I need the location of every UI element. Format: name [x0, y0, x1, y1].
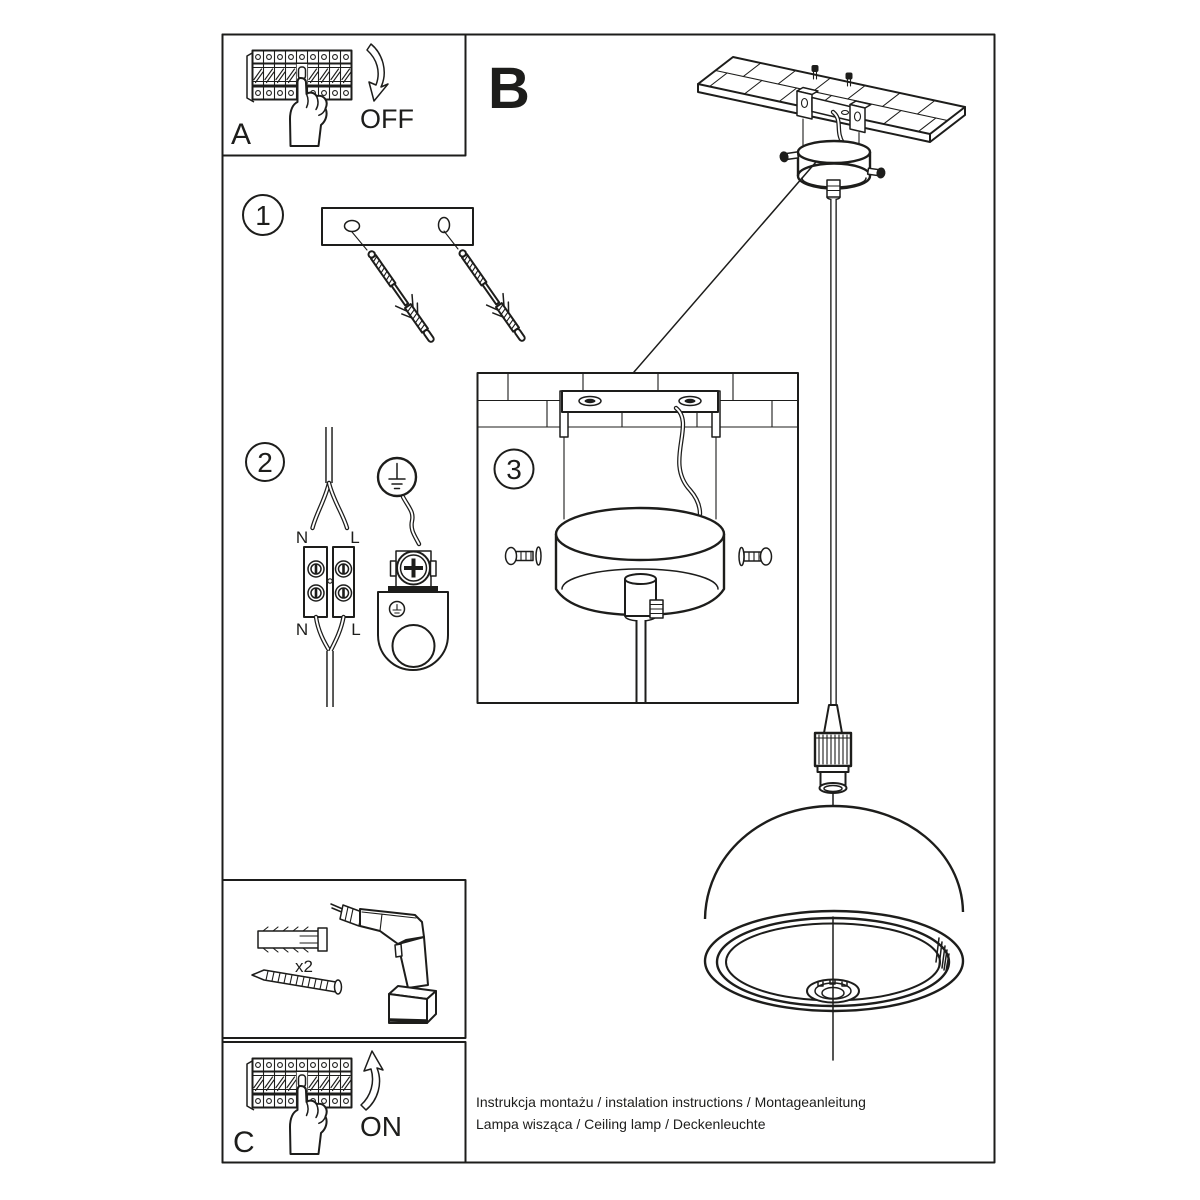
lamp-shade	[703, 804, 965, 1061]
anchor-count-label: x2	[295, 957, 313, 976]
screw-icon	[251, 969, 343, 995]
step-3-number: 3	[506, 454, 522, 485]
terminal-block	[303, 546, 355, 618]
wall-anchor-icon-right	[451, 244, 533, 348]
panel-c-action-label: ON	[360, 1111, 402, 1142]
page-border	[221, 33, 996, 1164]
panel-a: OFF A	[221, 33, 467, 157]
wire-label-n-top: N	[296, 528, 308, 547]
wire-label-l-bottom: L	[351, 620, 360, 639]
tools-box: x2	[221, 879, 467, 1039]
panel-c-frame	[221, 1041, 467, 1164]
step-1-badge	[242, 194, 284, 236]
step-2: 2 N L N L	[245, 427, 449, 707]
step-1-number: 1	[255, 200, 271, 231]
ground-clamp	[377, 550, 449, 671]
leader-lines	[351, 230, 459, 251]
canopy-wire	[673, 405, 703, 517]
canopy-screw-left	[504, 546, 542, 566]
ceiling-screws	[811, 65, 853, 87]
step-3-badge	[493, 448, 535, 490]
section-b-label: B	[488, 56, 530, 121]
power-cable-top	[310, 427, 350, 531]
wall-anchor-icon-left	[360, 245, 442, 349]
step-2-number: 2	[257, 447, 273, 478]
ceiling-tiles	[476, 372, 799, 428]
lamp-socket	[813, 704, 853, 807]
panel-a-frame	[221, 33, 467, 157]
ground-symbol-icon	[376, 456, 418, 498]
wall-plug-icon	[257, 926, 328, 953]
mounting-bracket	[559, 390, 721, 438]
panel-a-action-label: OFF	[360, 104, 414, 134]
footer: Instrukcja montażu / instalation instruc…	[476, 1094, 866, 1132]
step-3: 3	[476, 372, 799, 704]
step-3-frame	[476, 372, 799, 704]
plate-hole-right	[437, 216, 451, 234]
alignment-guides	[563, 436, 717, 520]
ground-wire	[400, 494, 422, 547]
tools-box-frame	[221, 879, 467, 1039]
leader-line	[633, 161, 817, 373]
panel-a-label: A	[231, 118, 251, 151]
canopy-screw-right	[738, 546, 773, 567]
footer-line-1: Instrukcja montażu / instalation instruc…	[476, 1094, 866, 1110]
footer-line-2: Lampa wisząca / Ceiling lamp / Deckenleu…	[476, 1116, 766, 1132]
power-cable-bottom	[313, 614, 346, 707]
lamp-assembly	[633, 56, 966, 1061]
wire-label-l-top: L	[350, 528, 359, 547]
shade-rim-shading	[935, 937, 950, 972]
step-1: 1	[242, 194, 533, 349]
panel-c: ON C	[221, 1041, 467, 1164]
lamp-canopy	[779, 139, 886, 201]
step-2-badge	[245, 442, 285, 482]
curved-arrow-up-icon	[360, 1050, 384, 1111]
ceiling-slab	[697, 56, 966, 143]
wire-label-n-bottom: N	[296, 620, 308, 639]
panel-c-label: C	[233, 1126, 255, 1159]
curved-arrow-down-icon	[366, 43, 389, 102]
mounting-plate	[321, 207, 474, 246]
lamp-mounting-bracket	[796, 86, 872, 134]
drill-icon	[330, 903, 437, 1024]
cable-gland	[624, 573, 664, 622]
